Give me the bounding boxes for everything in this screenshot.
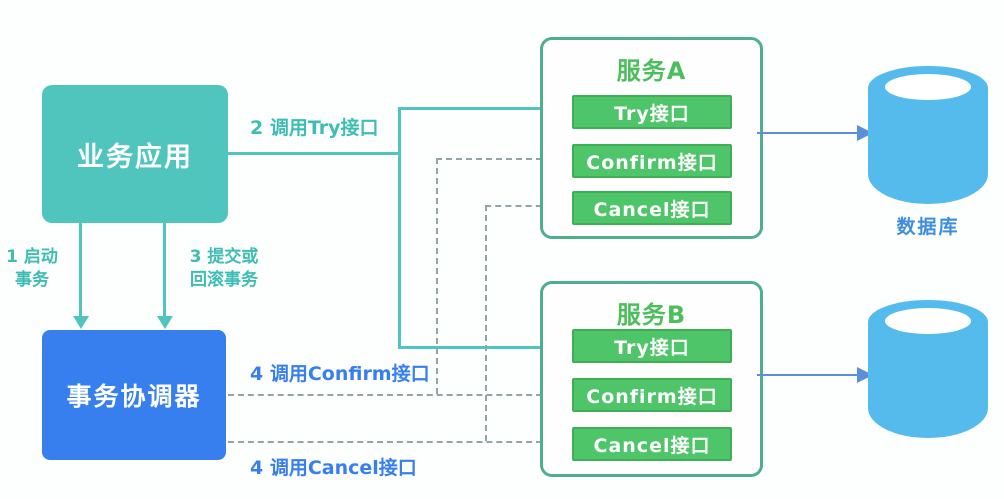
edge-service-b-to-db bbox=[757, 374, 858, 376]
edge-confirm-a-vertical bbox=[436, 158, 438, 394]
database-a-label: 数据库 bbox=[896, 216, 960, 238]
label-commit-rollback: 3 提交或 回滚事务 bbox=[189, 247, 259, 290]
service-a-title: 服务A bbox=[616, 57, 687, 85]
label-call-try: 2 调用Try接口 bbox=[250, 117, 379, 139]
service-b-confirm-interface: Confirm接口 bbox=[572, 378, 732, 412]
service-a-try-interface: Try接口 bbox=[572, 95, 732, 129]
service-a-panel: 服务A Try接口 Confirm接口 Cancel接口 bbox=[540, 37, 763, 239]
arrow-down-commit-rollback-icon bbox=[157, 316, 173, 329]
edge-try-a bbox=[398, 107, 556, 110]
edge-cancel-a-vertical bbox=[485, 205, 487, 441]
transaction-coordinator-node: 事务协调器 bbox=[42, 330, 226, 460]
edge-cancel-a bbox=[485, 205, 552, 207]
service-b-title: 服务B bbox=[616, 301, 687, 329]
service-a-confirm-interface: Confirm接口 bbox=[572, 144, 732, 178]
label-start-transaction: 1 启动 事务 bbox=[6, 247, 58, 290]
service-b-cancel-interface: Cancel接口 bbox=[572, 427, 732, 461]
edge-confirm-a bbox=[436, 158, 552, 160]
edge-commit-rollback-line bbox=[163, 223, 166, 318]
label-call-cancel: 4 调用Cancel接口 bbox=[250, 457, 417, 479]
business-app-node: 业务应用 bbox=[42, 85, 228, 223]
edge-service-a-to-db bbox=[757, 132, 858, 134]
service-b-try-interface: Try接口 bbox=[572, 329, 732, 363]
label-call-confirm: 4 调用Confirm接口 bbox=[250, 363, 430, 385]
edge-cancel-b bbox=[228, 441, 552, 443]
database-a-icon bbox=[868, 66, 988, 204]
service-a-cancel-interface: Cancel接口 bbox=[572, 191, 732, 225]
database-b-icon bbox=[868, 300, 988, 438]
edge-try-b bbox=[398, 346, 556, 349]
edge-junction-vertical bbox=[398, 107, 401, 349]
edge-confirm-b bbox=[228, 394, 552, 396]
service-b-panel: 服务B Try接口 Confirm接口 Cancel接口 bbox=[540, 281, 763, 477]
edge-app-to-junction bbox=[228, 152, 400, 155]
arrow-down-start-tx-icon bbox=[73, 316, 89, 329]
edge-start-tx-line bbox=[79, 223, 82, 318]
